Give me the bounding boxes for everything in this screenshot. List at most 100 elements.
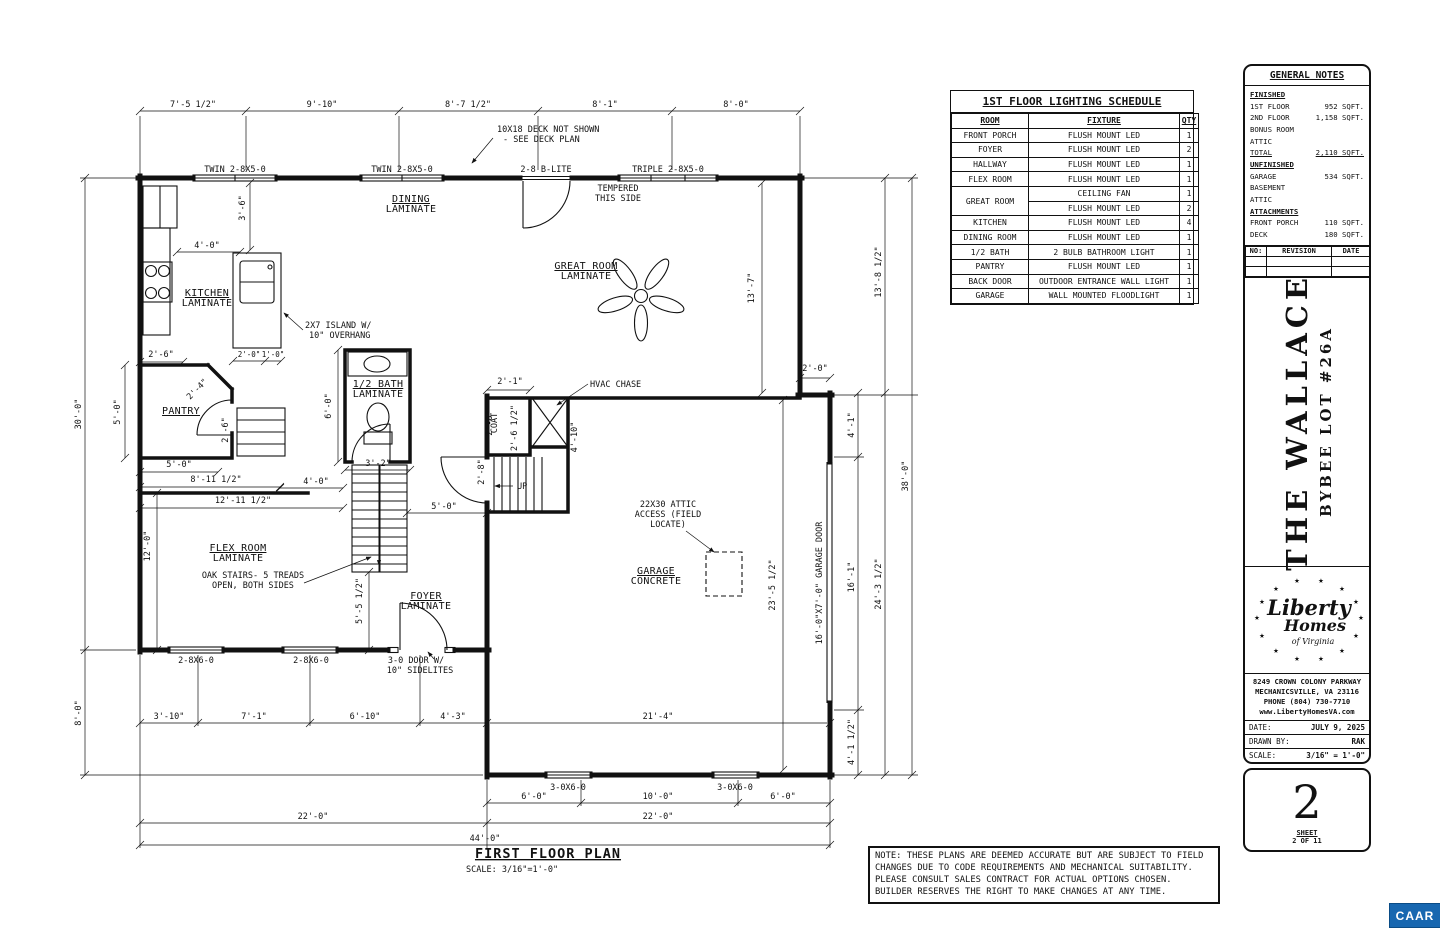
dimension-lines: [80, 106, 918, 850]
star-icon: ★: [1259, 631, 1265, 641]
plan-labels: 7'-5 1/2" 9'-10" 8'-7 1/2" 8'-1" 8'-0" 1…: [74, 100, 911, 875]
door-label: 3-0 DOOR W/: [388, 656, 444, 666]
dim-label: 5'-0": [113, 399, 123, 425]
dim-label: 2'-6": [221, 417, 231, 443]
annotation-label: THIS SIDE: [595, 194, 641, 204]
star-icon: ★: [1254, 613, 1260, 623]
dim-label: 30'-0": [74, 399, 84, 430]
logo-star-ring: ★ ★ ★ ★ ★ ★ ★ ★ ★ ★ ★ ★ ★ ★: [1254, 576, 1364, 664]
room-sublabel: LAMINATE: [401, 601, 452, 612]
dim-label: 2'-0": [238, 350, 261, 359]
dim-label: 22'-0": [643, 812, 674, 822]
annotation-label: 10X18 DECK NOT SHOWN: [497, 125, 599, 135]
sheet-of: 2 OF 11: [1292, 837, 1322, 846]
dim-label: 23'-5 1/2": [768, 559, 778, 610]
notes-row: ATTIC: [1250, 195, 1272, 205]
dimension-ticks: [80, 106, 917, 850]
star-icon: ★: [1318, 654, 1324, 664]
notes-section-title: ATTACHMENTS: [1250, 206, 1299, 216]
address-line: MECHANICSVILLE, VA 23116: [1255, 686, 1359, 696]
dim-label: 13'-8 1/2": [874, 246, 884, 297]
exterior-walls: [135, 173, 835, 780]
window-label: 2-8 B-LITE: [520, 165, 571, 175]
attic-access: [705, 551, 743, 597]
room-sublabel: LAMINATE: [353, 389, 404, 400]
dim-label: 6'-0": [770, 792, 796, 802]
notes-section-title: FINISHED: [1250, 90, 1286, 99]
address-line: 8249 CROWN COLONY PARKWAY: [1252, 676, 1362, 686]
dim-label: 2'-1": [497, 377, 523, 387]
room-label-coat: COAT: [490, 413, 500, 433]
column-header-fixture: FIXTURE: [1028, 113, 1180, 129]
meta-scale-row: SCALE:3/16" = 1'-0": [1245, 748, 1369, 762]
star-icon: ★: [1318, 576, 1324, 586]
window-label: 3-0X6-0: [717, 783, 753, 793]
room-label-garage: GARAGE: [637, 566, 675, 577]
dim-label: 6'-10": [350, 712, 381, 722]
annotation-label: ACCESS (FIELD: [635, 510, 702, 520]
dim-label: 8'-1": [592, 100, 618, 110]
project-lot: BYBEE LOT #26A: [1316, 326, 1335, 518]
meta-drawn-row: DRAWN BY:RAK: [1245, 734, 1369, 748]
dim-label: 2'-0": [485, 410, 495, 436]
room-sublabel: LAMINATE: [213, 553, 264, 564]
notes-row: BASEMENT: [1250, 183, 1286, 193]
room-label-dining: DINING: [392, 194, 430, 205]
star-icon: ★: [1353, 597, 1359, 607]
plan-scale-note: SCALE: 3/16"=1'-0": [466, 865, 558, 875]
dim-label: 21'-4": [643, 712, 674, 722]
dim-label: 13'-7": [747, 273, 757, 304]
dim-label: 16'-1": [847, 562, 857, 593]
logo-text-of-virginia: of Virginia: [1292, 637, 1335, 646]
dim-label: 2'-6 1/2": [510, 405, 520, 451]
dim-label: 6'-0": [521, 792, 547, 802]
address-line[interactable]: www.LibertyHomesVA.com: [1259, 706, 1355, 716]
project-name: THE WALLACE: [1279, 272, 1314, 571]
lighting-schedule-title: 1ST FLOOR LIGHTING SCHEDULE: [951, 91, 1193, 113]
dim-label: 7'-5 1/2": [170, 100, 216, 110]
dim-label: 38'-0": [901, 461, 911, 492]
doors: [196, 180, 571, 651]
room-label-kitchen: KITCHEN: [185, 288, 229, 299]
revision-row: [1245, 255, 1369, 267]
column-header-qty: QTY: [1179, 113, 1199, 129]
window-label: 3-0X6-0: [550, 783, 586, 793]
revision-col-date: DATE: [1331, 245, 1369, 257]
dim-label: 9'-10": [307, 100, 338, 110]
caar-label: CAAR: [1395, 908, 1435, 923]
stairs: [351, 457, 543, 573]
dim-label: 8'-7 1/2": [445, 100, 491, 110]
dim-label: 8'-0": [723, 100, 749, 110]
sheet-label: SHEET: [1296, 829, 1318, 838]
star-icon: ★: [1358, 613, 1364, 623]
room-label-great-room: GREAT ROOM: [554, 261, 617, 272]
star-icon: ★: [1339, 584, 1345, 594]
annotation-label: OPEN, BOTH SIDES: [212, 581, 294, 591]
dim-label: 4'-10": [570, 422, 580, 453]
project-name-box: THE WALLACE BYBEE LOT #26A: [1245, 273, 1369, 571]
dim-label: 4'-1 1/2": [847, 719, 857, 765]
dim-label: 5'-5 1/2": [355, 578, 365, 624]
dim-label: 4'-3": [440, 712, 466, 722]
dim-label: 4'-1": [847, 412, 857, 438]
dim-label: 3'-6": [238, 195, 248, 221]
sheet-number-box: 2 SHEET 2 OF 11: [1243, 768, 1371, 853]
notes-section-title: UNFINISHED: [1250, 160, 1294, 170]
builder-address: 8249 CROWN COLONY PARKWAY MECHANICSVILLE…: [1245, 672, 1369, 720]
dim-label: 12'-0": [143, 531, 153, 562]
dim-label: 4'-0": [303, 477, 329, 487]
